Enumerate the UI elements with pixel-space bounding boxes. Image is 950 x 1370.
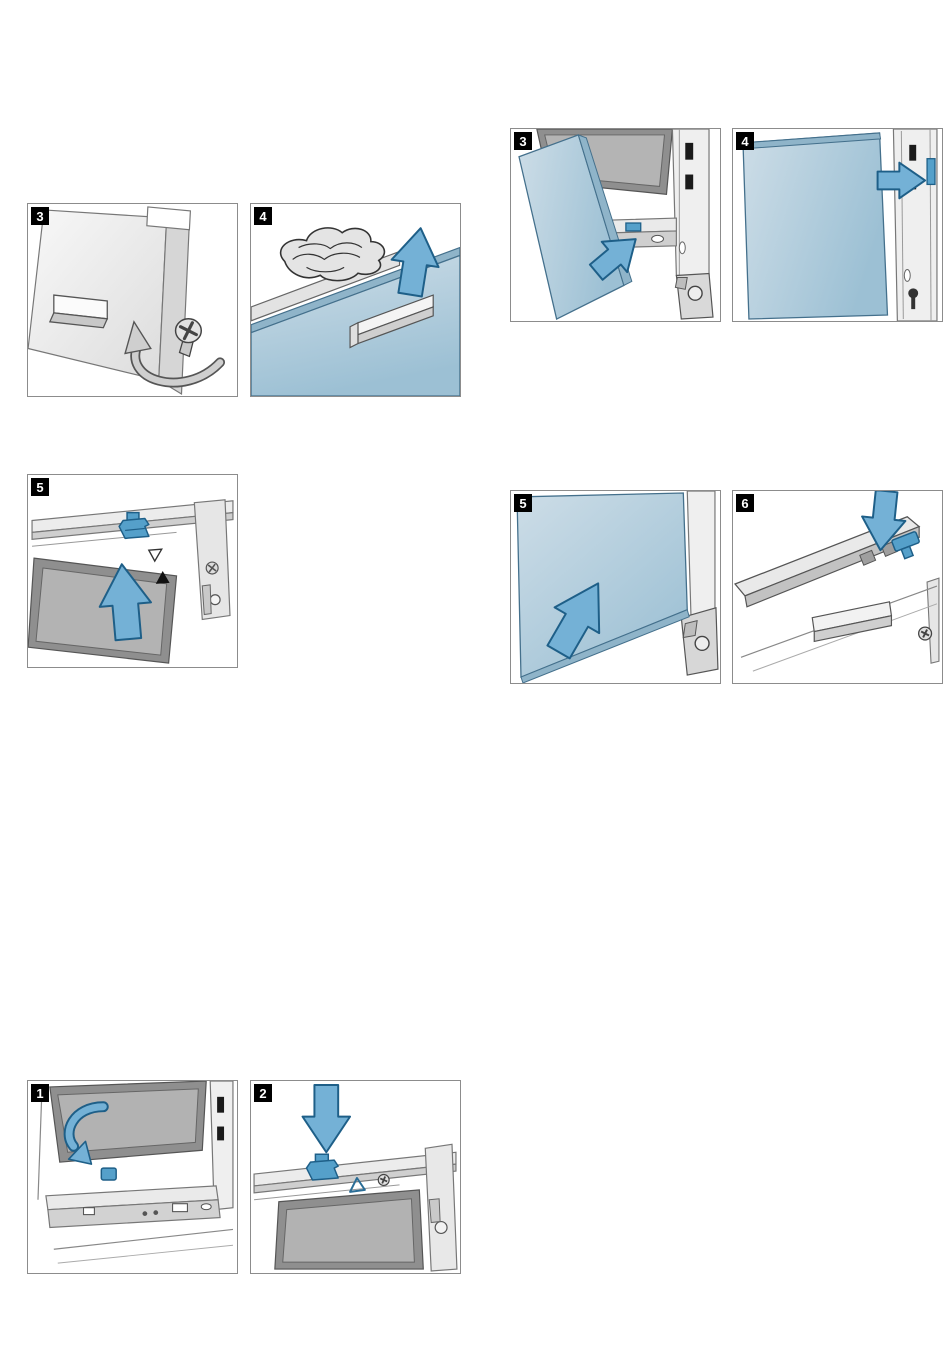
up-triangle-mark <box>155 571 170 584</box>
frame-strips <box>253 1151 457 1201</box>
retaining-clip-icon <box>118 511 150 540</box>
corner-notch <box>146 206 192 231</box>
glass-edge <box>520 609 690 683</box>
insert-arrow-icon <box>588 238 637 281</box>
screw-icon <box>918 626 933 641</box>
glass-bottom-line-2 <box>57 1244 234 1264</box>
retaining-clip-icon <box>305 1153 339 1181</box>
step-number-badge: 4 <box>254 207 272 225</box>
step-number-badge: 4 <box>736 132 754 150</box>
step-panel-lift-glass: 4 <box>250 203 461 397</box>
glass-bottom-line <box>53 1228 234 1250</box>
illustration-fit-rail <box>734 491 940 672</box>
down-arrow-icon <box>301 1083 352 1154</box>
step-panel-unscrew: 3 <box>27 203 238 397</box>
illustration-insert-glass-bottom <box>518 129 714 320</box>
step-panel-clip-up: 5 <box>27 474 238 668</box>
screw-icon <box>174 318 203 358</box>
step-number-badge: 1 <box>31 1084 49 1102</box>
step-number-badge: 6 <box>736 494 754 512</box>
right-frame <box>424 1143 458 1272</box>
step-panel-press-clip: 2 <box>250 1080 461 1274</box>
hinge-hole <box>209 594 221 606</box>
down-arrow-icon <box>861 491 907 552</box>
lock-detail <box>908 288 919 310</box>
step-panel-release-bottom-clip: 1 <box>27 1080 238 1274</box>
up-arrow-icon <box>390 227 440 298</box>
screw-icon <box>377 1173 390 1187</box>
illustration-lift-glass-cloth <box>251 227 460 396</box>
latch-slot <box>625 222 642 232</box>
step-number-badge: 3 <box>514 132 532 150</box>
illustration-slide-glass <box>742 129 938 321</box>
retaining-tab-side <box>48 312 109 329</box>
curved-arrow-fill <box>65 1103 107 1150</box>
triangle-mark <box>349 1176 366 1193</box>
door-panel <box>28 209 168 381</box>
step-panel-slide-glass: 4 <box>732 128 943 322</box>
illustration-release-bottom-clip <box>37 1081 234 1264</box>
step-panel-insert-glass: 3 <box>510 128 721 322</box>
handle-tab-front <box>813 614 893 643</box>
rotate-arrow-fill <box>132 339 224 386</box>
illustration-unscrew-screw <box>28 206 226 396</box>
illustration-push-glass <box>516 491 719 683</box>
step-number-badge: 2 <box>254 1084 272 1102</box>
cleaning-cloth-icon <box>279 227 386 282</box>
step-number-badge: 3 <box>31 207 49 225</box>
right-frame <box>193 499 231 621</box>
down-triangle-mark <box>147 548 163 563</box>
step-panel-push-glass: 5 <box>510 490 721 684</box>
hinge-hole <box>434 1220 448 1235</box>
curved-arrowhead-icon <box>67 1140 93 1165</box>
rail-clip-icon <box>891 531 920 560</box>
bottom-clip-icon <box>100 1167 117 1181</box>
rotate-arrowhead-icon <box>124 320 152 355</box>
frame-line <box>31 531 177 547</box>
inner-glass-face <box>282 1198 415 1263</box>
inner-glass-face <box>35 567 168 656</box>
glass-pane <box>742 132 889 320</box>
bottom-frame <box>45 1185 221 1229</box>
right-arrow-icon <box>876 161 927 200</box>
push-arrow-icon <box>546 582 601 660</box>
door-hinge <box>680 491 719 676</box>
step-number-badge: 5 <box>514 494 532 512</box>
frame-clip <box>926 158 936 186</box>
hinge-pin <box>687 285 703 301</box>
step-number-badge: 5 <box>31 478 49 496</box>
door-frame-right <box>892 129 938 321</box>
door-handle-bar <box>349 294 434 349</box>
door-top <box>740 577 940 672</box>
up-arrow-icon <box>98 563 152 642</box>
hinge-pin <box>694 635 710 652</box>
step-panel-fit-rail: 6 <box>732 490 943 684</box>
illustration-press-clip <box>253 1083 458 1272</box>
illustration-clip-up <box>28 499 234 664</box>
